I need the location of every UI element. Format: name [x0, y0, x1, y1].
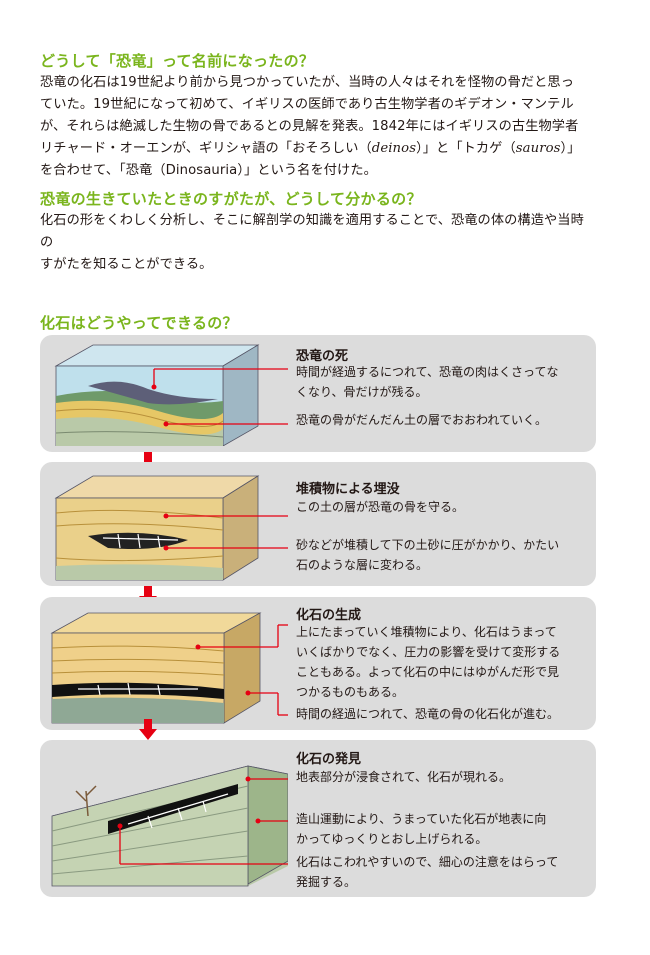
text-line: こともある。よって化石の中にはゆがんだ形で見 — [296, 665, 560, 679]
text-line: を合わせて、「恐竜（Dinosauria）」という名を付けた。 — [40, 163, 377, 178]
text-line: 石のような層に変わる。 — [296, 558, 429, 572]
step-note: この土の層が恐竜の骨を守る。 — [296, 497, 586, 517]
step-note: 上にたまっていく堆積物により、化石はうまっていくばかりでなく、圧力の影響を受けて… — [296, 622, 586, 702]
arrow-down-icon — [139, 719, 157, 740]
text-line: 砂などが堆積して下の土砂に圧がかかり、かたい — [296, 538, 560, 552]
step-note: 化石はこわれやすいので、細心の注意をはらって発掘する。 — [296, 852, 586, 892]
step-note: 地表部分が浸食されて、化石が現れる。 — [296, 767, 586, 787]
paragraph-dinosaur-name: 恐竜の化石は19世紀より前から見つかっていたが、当時の人々はそれを怪物の骨だと思… — [40, 72, 585, 182]
illustration-formation — [50, 612, 288, 724]
term-deinos: deinos — [371, 141, 417, 156]
step-panel-formation: 化石の生成 上にたまっていく堆積物により、化石はうまっていくばかりでなく、圧力の… — [40, 597, 596, 730]
text-line: 時間が経過するにつれて、恐竜の肉はくさってな — [296, 365, 559, 379]
step-note: 砂などが堆積して下の土砂に圧がかかり、かたい石のような層に変わる。 — [296, 535, 586, 575]
text-line: 発掘する。 — [296, 875, 357, 889]
text-line: 上にたまっていく堆積物により、化石はうまって — [296, 625, 557, 639]
step-note: 時間が経過するにつれて、恐竜の肉はくさってなくなり、骨だけが残る。 — [296, 362, 586, 402]
step-note: 恐竜の骨がだんだん土の層でおおわれていく。 — [296, 410, 586, 430]
text: リチャード・オーエンが、ギリシャ語の「おそろしい（ — [40, 141, 372, 156]
heading-fossil-formation: 化石はどうやってできるの？ — [40, 314, 238, 332]
step-title: 堆積物による埋没 — [296, 482, 400, 497]
step-title: 化石の発見 — [296, 752, 362, 767]
step-panel-death: 恐竜の死 時間が経過するにつれて、恐竜の肉はくさってなくなり、骨だけが残る。 恐… — [40, 335, 596, 452]
text-line: 恐竜の骨がだんだん土の層でおおわれていく。 — [296, 413, 548, 427]
text-line: ていた。19世紀になって初めて、イギリスの医師であり古生物学者のギデオン・マンテ… — [40, 97, 574, 112]
text-line: 化石の形をくわしく分析し、そこに解剖学の知識を適用することで、恐竜の体の構造や当… — [40, 213, 584, 250]
heading-dinosaur-name: どうして「恐竜」って名前になったの？ — [40, 52, 315, 70]
text-line: いくばかりでなく、圧力の影響を受けて変形する — [296, 645, 561, 659]
heading-appearance: 恐竜の生きていたときのすがたが、どうして分かるの？ — [40, 190, 422, 208]
text-line: 化石はこわれやすいので、細心の注意をはらって — [296, 855, 559, 869]
text-line: 造山運動により、うまっていた化石が地表に向 — [296, 812, 547, 826]
text-line: 地表部分が浸食されて、化石が現れる。 — [296, 770, 512, 784]
text-line: 時間の経過につれて、恐竜の骨の化石化が進む。 — [296, 707, 560, 721]
text-line: が、それらは絶滅した生物の骨であるとの見解を発表。1842年にはイギリスの古生物… — [40, 119, 579, 134]
illustration-discovery — [51, 765, 288, 887]
text-line: リチャード・オーエンが、ギリシャ語の「おそろしい（deinos）」と「トカゲ（s… — [40, 138, 585, 160]
illustration-dinosaur-death — [54, 344, 288, 446]
step-panel-discovery: 化石の発見 地表部分が浸食されて、化石が現れる。 造山運動により、うまっていた化… — [40, 740, 596, 897]
text-line: かってゆっくりとおし上げられる。 — [296, 832, 488, 846]
text-line: すがたを知ることができる。 — [40, 257, 213, 272]
paragraph-appearance: 化石の形をくわしく分析し、そこに解剖学の知識を適用することで、恐竜の体の構造や当… — [40, 210, 585, 276]
text-line: つかるものもある。 — [296, 685, 405, 699]
step-title: 化石の生成 — [296, 608, 362, 623]
step-note: 造山運動により、うまっていた化石が地表に向かってゆっくりとおし上げられる。 — [296, 809, 586, 849]
text-line: くなり、骨だけが残る。 — [296, 385, 428, 399]
text-line: この土の層が恐竜の骨を守る。 — [296, 500, 465, 514]
term-sauros: sauros — [515, 141, 561, 156]
text: ）」と「トカゲ（ — [416, 141, 516, 156]
step-panel-burial: 堆積物による埋没 この土の層が恐竜の骨を守る。 砂などが堆積して下の土砂に圧がか… — [40, 462, 596, 586]
step-note: 時間の経過につれて、恐竜の骨の化石化が進む。 — [296, 704, 586, 724]
step-title: 恐竜の死 — [296, 349, 349, 364]
text: ）」 — [560, 141, 581, 156]
illustration-burial — [54, 475, 288, 581]
text-line: 恐竜の化石は19世紀より前から見つかっていたが、当時の人々はそれを怪物の骨だと思… — [40, 75, 575, 90]
